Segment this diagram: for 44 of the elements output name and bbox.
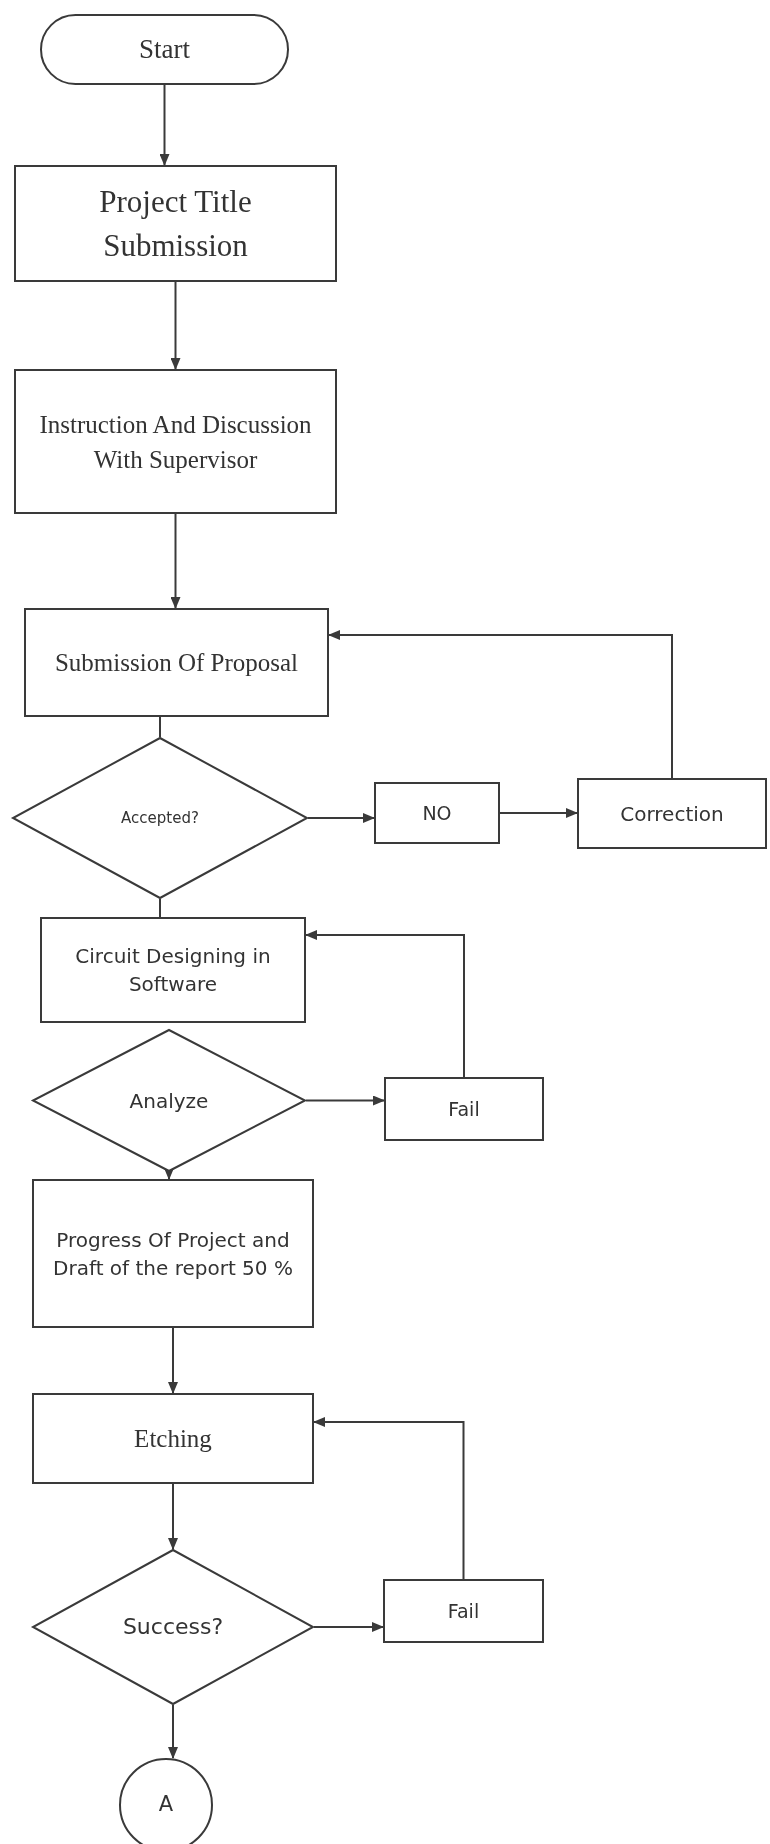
arrow <box>168 1704 178 1759</box>
arrow <box>307 813 375 823</box>
process-box <box>32 1393 314 1484</box>
process-box <box>40 917 306 1023</box>
node-label: Success? <box>122 1612 224 1641</box>
decision-diamond <box>12 737 308 899</box>
decision-diamond <box>32 1549 314 1705</box>
process-box <box>383 1579 544 1643</box>
node-label: A <box>158 1791 174 1819</box>
node-label: Analyze <box>129 1087 209 1115</box>
arrow <box>168 1483 178 1550</box>
arrow <box>168 1327 178 1394</box>
arrow <box>170 513 181 609</box>
decision-diamond <box>32 1029 306 1172</box>
node-label: Circuit Designing in Software <box>74 943 272 998</box>
node-label: NO <box>422 800 452 826</box>
process-box <box>577 778 767 849</box>
arrow <box>328 630 673 779</box>
node-label: Project Title Submission <box>98 183 253 265</box>
process-box <box>32 1179 314 1328</box>
process-box <box>14 165 337 282</box>
process-box <box>24 608 329 717</box>
arrow <box>499 808 578 818</box>
node-label: Accepted? <box>121 807 199 829</box>
node-label: Fail <box>447 1598 480 1624</box>
connector-line <box>159 898 161 918</box>
arrow <box>159 84 170 166</box>
connector-line <box>159 716 161 738</box>
arrow <box>164 1168 174 1180</box>
arrow <box>170 281 181 370</box>
node-label: Fail <box>448 1096 480 1122</box>
node-label: Instruction And Discussion With Supervisor <box>38 409 313 475</box>
arrow <box>305 930 465 1078</box>
process-box <box>374 782 500 844</box>
node-label: Start <box>139 32 190 66</box>
node-label: Submission Of Proposal <box>54 648 299 678</box>
node-label: Correction <box>620 800 724 828</box>
arrow <box>305 1095 385 1106</box>
node-label: Etching <box>134 1424 212 1454</box>
arrow <box>313 1622 384 1632</box>
node-label: Progress Of Project and Draft of the report 50 % <box>52 1226 294 1282</box>
process-box <box>14 369 337 514</box>
arrow <box>313 1417 465 1580</box>
process-box <box>384 1077 544 1141</box>
